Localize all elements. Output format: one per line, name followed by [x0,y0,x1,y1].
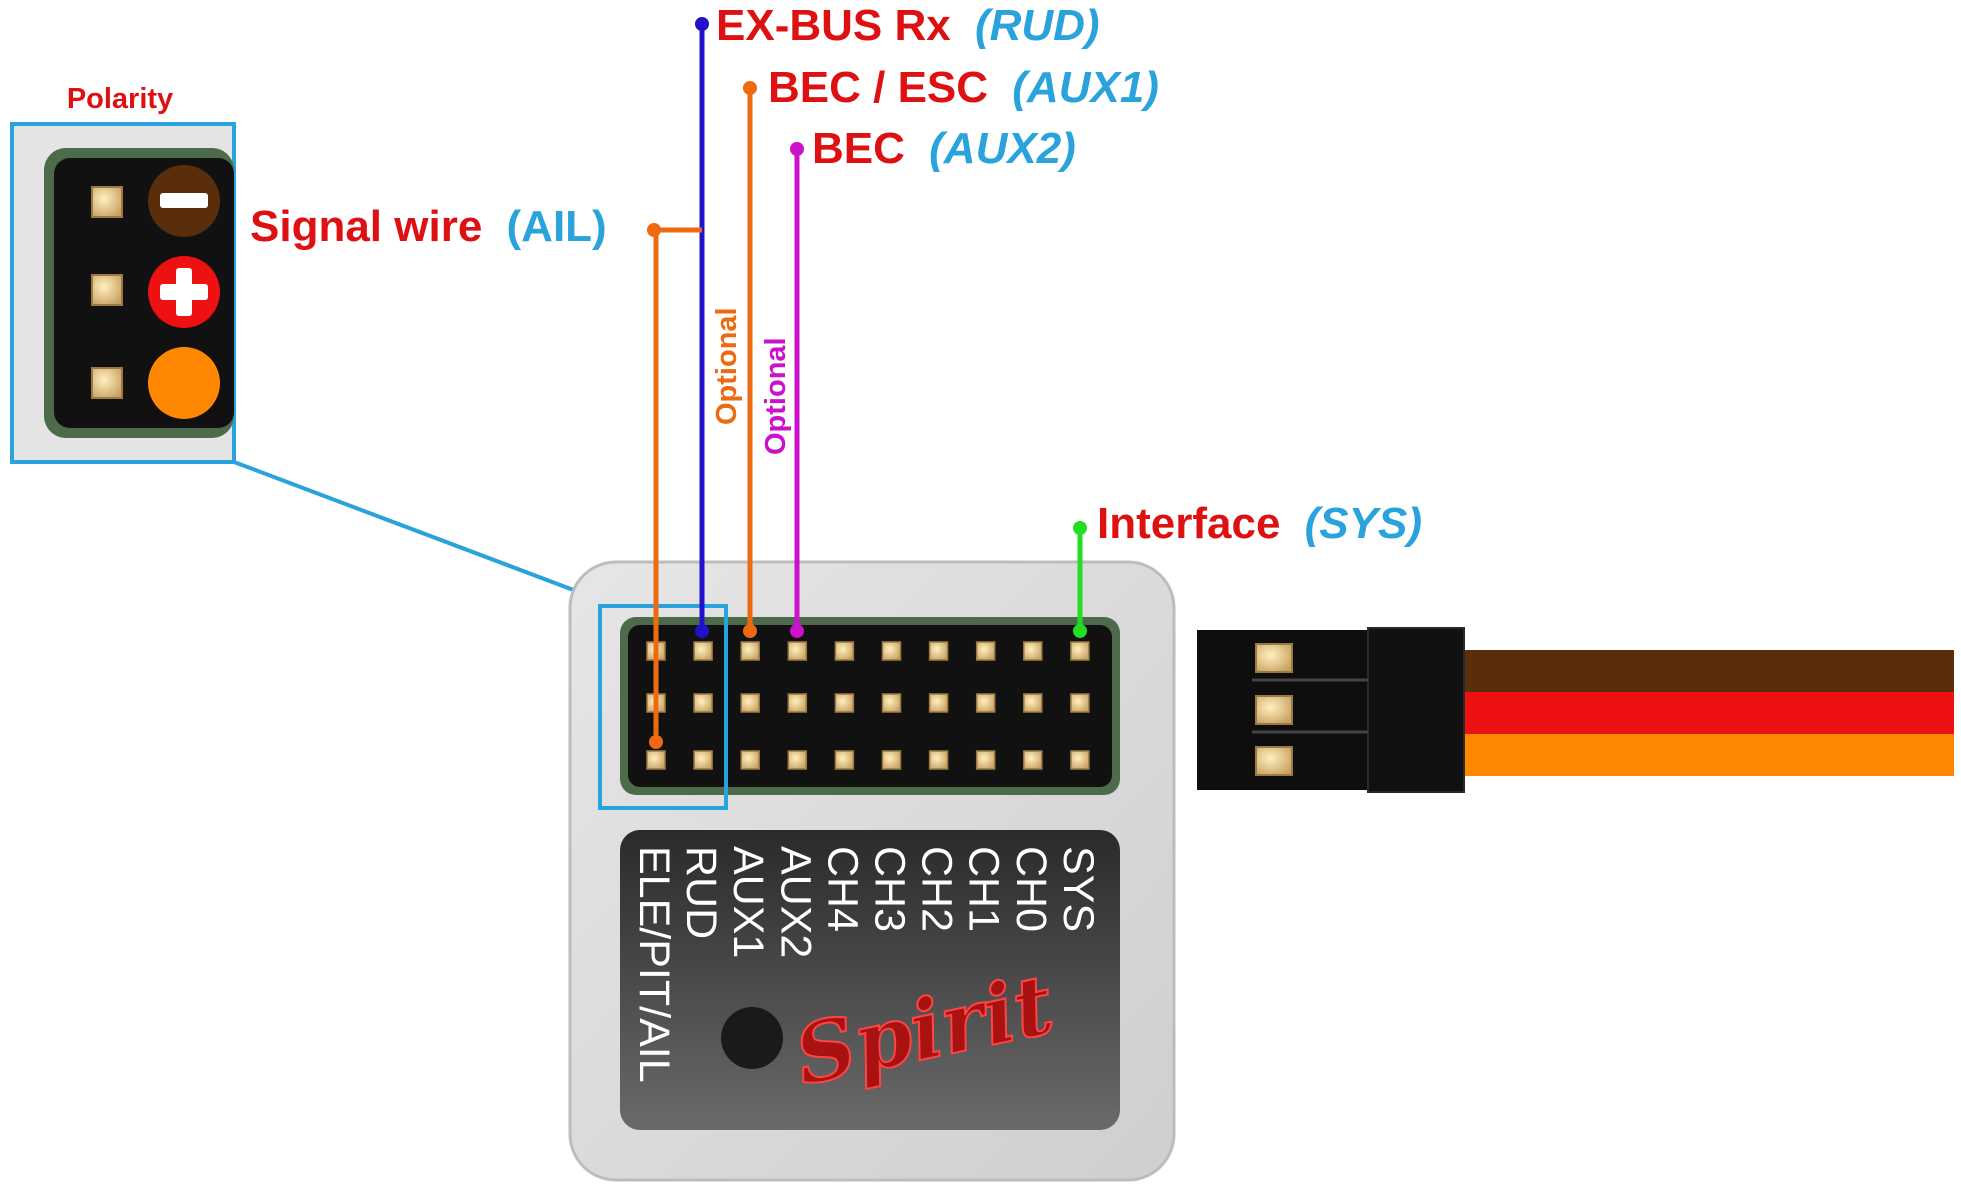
header-pin [834,641,855,661]
connector-pin-contact [1255,695,1293,725]
optional-label-aux2: Optional [760,337,792,455]
interface-pin-dot [1073,624,1087,638]
signal-label-channel: (AIL) [507,202,607,251]
polarity-pin [91,186,123,218]
header-pin [693,750,713,770]
pin-label: CH2 [913,846,961,932]
header-pin [787,641,808,661]
bec-pin-dot [790,624,804,638]
header-pin [975,750,996,770]
pin-label: CH1 [960,846,1008,932]
connection-lines [647,17,1087,749]
pin-label: CH4 [818,846,866,932]
header-pin [1070,693,1090,713]
header-pin [975,641,996,661]
header-pin [881,750,902,770]
bec-label-main: BEC [812,124,905,173]
callout-labels: EX-BUS Rx (RUD) BEC / ESC (AUX1) BEC (AU… [250,1,1422,548]
header-pin [928,641,949,661]
wire-red [1462,692,1954,734]
pin-label: AUX1 [724,846,772,958]
minus-icon-bar [160,193,208,208]
header-pin [740,641,760,661]
pin-label: AUX2 [771,846,819,958]
bec-esc-line-dot [743,81,757,95]
exbus-label-main: EX-BUS Rx [716,1,951,50]
signal-line-dot [647,223,661,237]
polarity-title: Polarity [67,83,173,115]
polarity-inset: Polarity [10,83,236,464]
unit-pin-header [628,625,1112,787]
header-pin [928,750,949,770]
pin-label: SYS [1054,846,1102,932]
highlight-box [598,604,728,810]
pin-label: RUD [677,846,725,939]
header-pin [928,693,949,713]
bec-line-dot [790,142,804,156]
polarity-pin [91,367,123,399]
servo-connector [1197,627,1954,793]
signal-label-main: Signal wire [250,202,482,251]
exbus-label-channel: (RUD) [975,1,1100,50]
header-pin [1023,693,1043,713]
exbus-label: EX-BUS Rx (RUD) [716,1,1100,50]
wire-brown [1462,650,1954,692]
pin-label: ELE/PIT/AIL [630,846,678,1083]
header-pin [787,693,808,713]
polarity-pin [91,274,123,306]
header-pin [693,693,713,713]
header-pin [740,693,760,713]
status-led-hole [721,1007,783,1069]
pin-grid [646,641,1090,770]
exbus-line-dot [695,17,709,31]
signal-dot-icon [148,347,220,419]
connector-pin-contact [1255,746,1293,776]
plus-icon-vbar [176,268,192,316]
bec-esc-label-channel: (AUX1) [1012,63,1159,112]
optional-label-aux1: Optional [711,307,743,425]
header-pin [740,750,760,770]
signal-pin-dot [649,735,663,749]
signal-label: Signal wire (AIL) [250,202,607,251]
header-pin [693,641,713,661]
header-pin [834,750,855,770]
header-pin [881,693,902,713]
bec-esc-label-main: BEC / ESC [768,63,988,112]
bec-label: BEC (AUX2) [812,124,1076,173]
header-pin [787,750,808,770]
interface-label: Interface (SYS) [1097,499,1422,548]
header-pin [1023,641,1043,661]
bec-esc-pin-dot [743,624,757,638]
pin-label: CH3 [866,846,914,932]
inset-connector-line [233,460,601,602]
header-pin [1070,750,1090,770]
interface-line-dot [1073,521,1087,535]
bec-esc-label: BEC / ESC (AUX1) [768,63,1159,112]
exbus-pin-dot [695,624,709,638]
wire-orange [1462,734,1954,776]
bec-label-channel: (AUX2) [929,124,1076,173]
pin-label: CH0 [1007,846,1055,932]
interface-label-main: Interface [1097,499,1280,548]
header-pin [834,693,855,713]
connector-body [1367,627,1465,793]
header-pin [881,641,902,661]
header-pin [975,693,996,713]
connector-pin-contact [1255,643,1293,673]
header-pin [646,750,666,770]
interface-label-channel: (SYS) [1305,499,1422,548]
header-pin [1070,641,1090,661]
header-pin [1023,750,1043,770]
